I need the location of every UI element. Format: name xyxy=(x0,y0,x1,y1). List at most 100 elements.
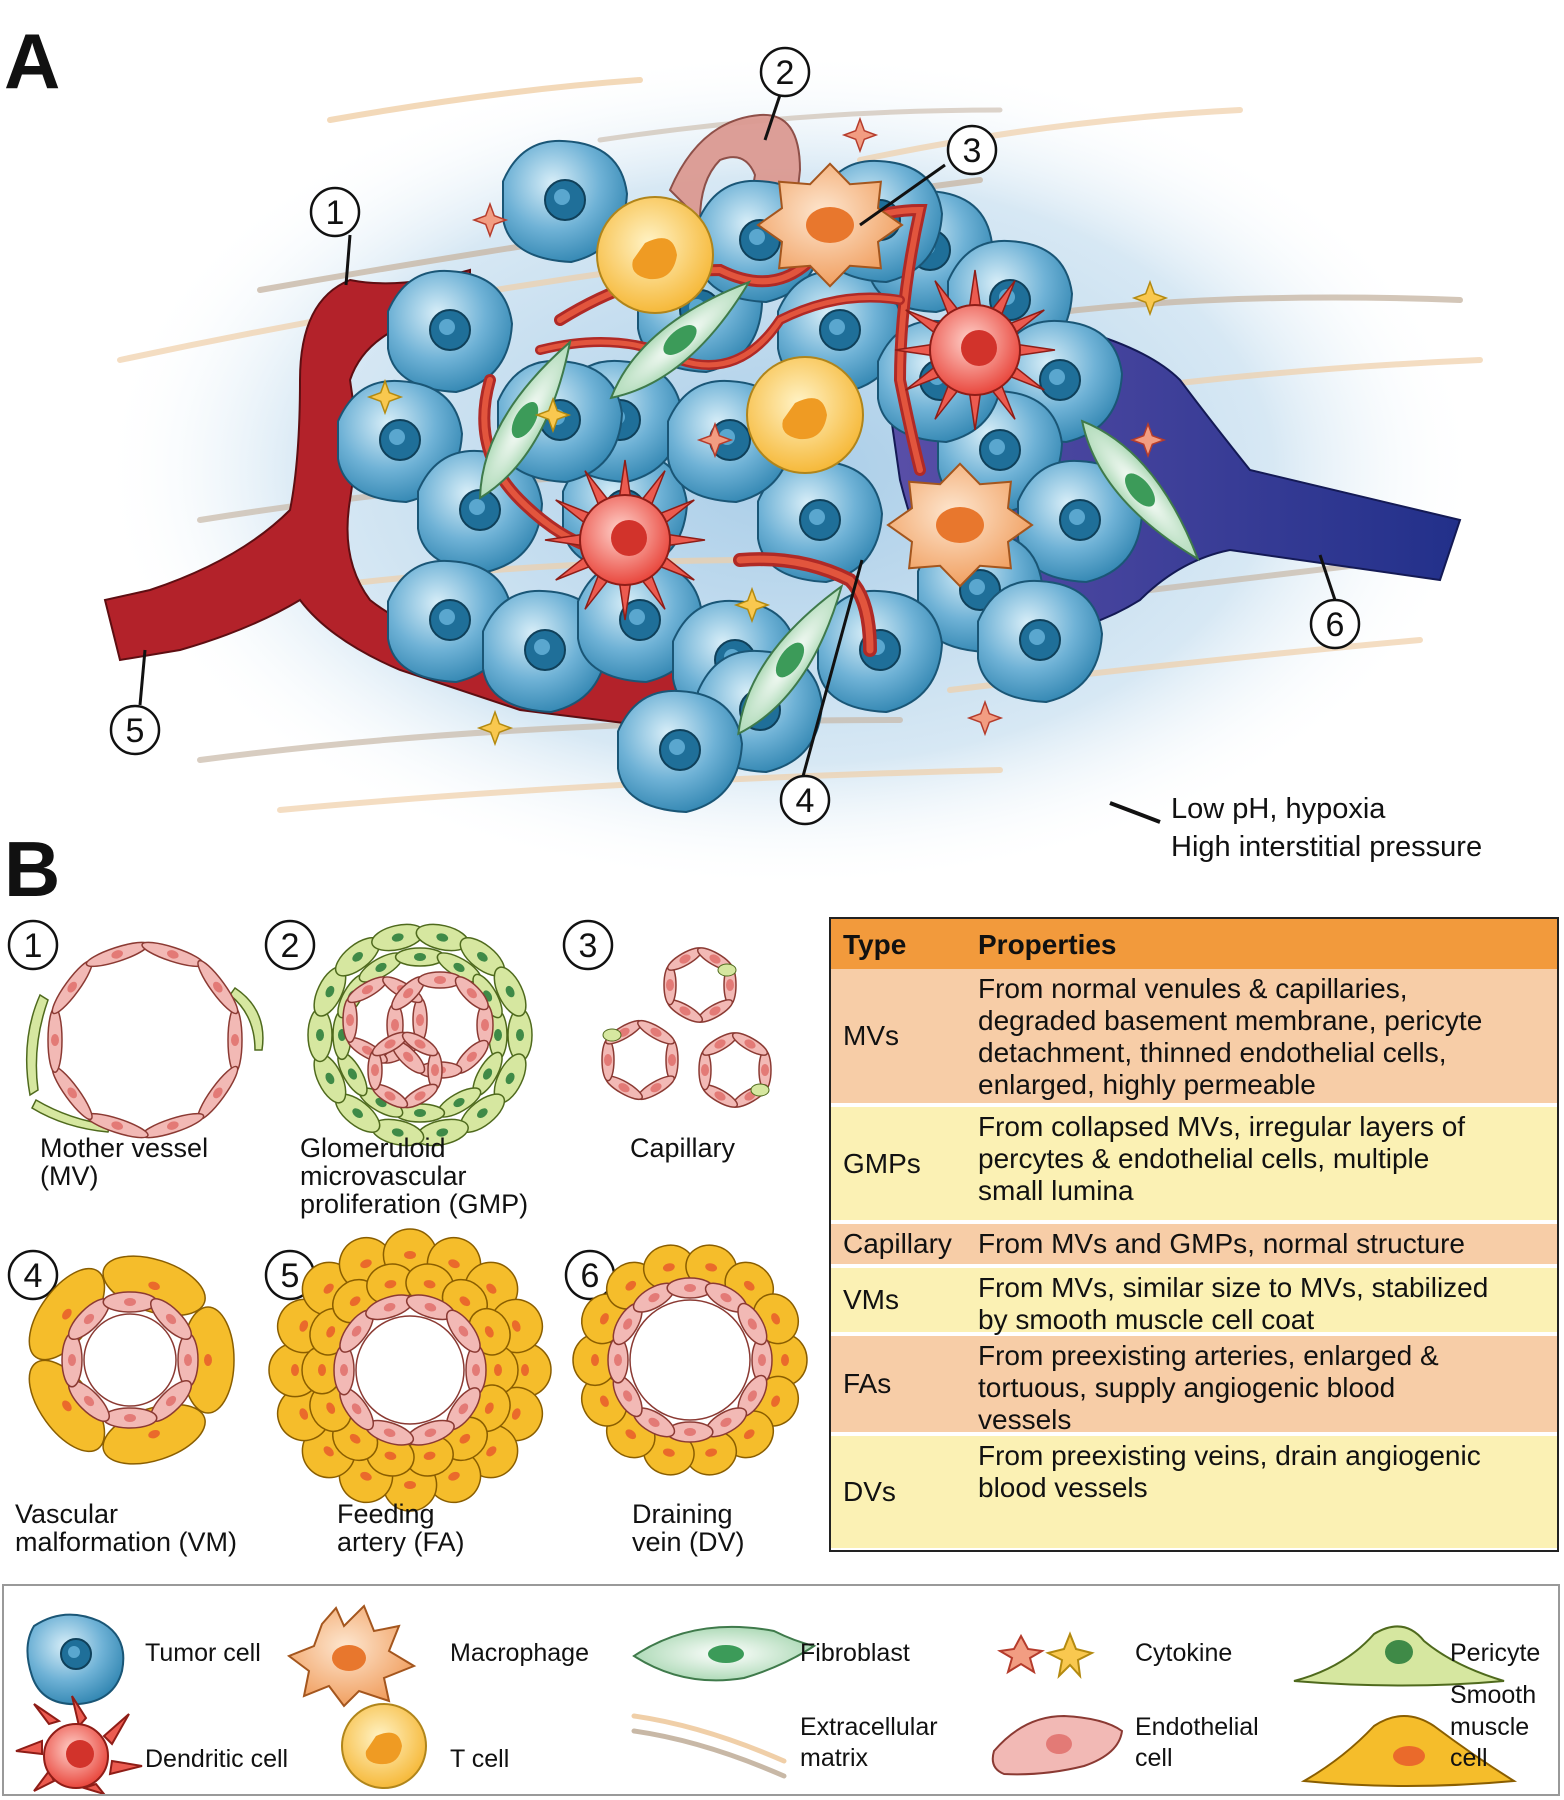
table-cell-type: Capillary xyxy=(843,1228,952,1259)
wall-cell xyxy=(737,1302,768,1346)
tumor-cell xyxy=(387,559,514,684)
condition-interstitial-pressure: High interstitial pressure xyxy=(1171,831,1483,863)
marker-circle xyxy=(779,774,831,826)
marker-number: 1 xyxy=(326,194,345,232)
vessel-label: Mother vessel xyxy=(40,1133,209,1163)
vessel-label: (MV) xyxy=(40,1161,99,1191)
dendritic-cell-icon xyxy=(15,1695,143,1794)
table-row: VMs From MVs, similar size to MVs, stabil… xyxy=(831,1268,1557,1335)
pericyte-icon xyxy=(1293,1625,1505,1687)
tumor-cell xyxy=(617,689,744,814)
wall-cell xyxy=(698,1049,712,1091)
fibroblast xyxy=(478,339,572,500)
wall-cell xyxy=(313,1053,347,1104)
legend-tumor-cell: Tumor cell xyxy=(145,1639,261,1667)
wall-cell xyxy=(197,959,239,1015)
table-cell-type: VMs xyxy=(843,1284,899,1315)
wall-cell xyxy=(85,941,149,968)
cytokine-yellow xyxy=(733,586,771,624)
property-line: From normal venules & capillaries, xyxy=(978,973,1408,1004)
property-line: enlarged, highly permeable xyxy=(978,1069,1316,1100)
table-header-row: Type Properties xyxy=(831,919,1557,969)
marker-circle xyxy=(946,124,998,176)
table-cell-type: FAs xyxy=(843,1368,892,1399)
t-cell xyxy=(746,356,864,474)
mother-vessel-section: 1 xyxy=(7,919,264,1139)
wall-cell xyxy=(446,1387,481,1431)
wall-cell xyxy=(612,1302,643,1346)
wall-cell xyxy=(751,1336,773,1384)
vessel-label: Draining xyxy=(632,1499,733,1529)
wall-cell xyxy=(663,964,677,1006)
table-cell-properties: From MVs and GMPs, normal structure xyxy=(978,1228,1551,1260)
legend-fibroblast: Fibroblast xyxy=(800,1639,910,1667)
macrophage xyxy=(756,162,904,288)
wall-cell xyxy=(85,1112,149,1139)
wall-cell xyxy=(446,1309,481,1353)
vessel-label: malformation (VM) xyxy=(15,1527,238,1557)
marker-number: 2 xyxy=(776,54,795,92)
wall-cell xyxy=(665,1038,679,1082)
vessel-number-circle xyxy=(7,919,59,971)
cytokine-yellow xyxy=(476,709,514,747)
property-line: From MVs and GMPs, normal structure xyxy=(978,1228,1466,1259)
wall-cell xyxy=(102,1407,158,1429)
condition-pointer xyxy=(1109,801,1161,824)
wall-cell xyxy=(459,1093,506,1133)
vessel-label: Vascular xyxy=(15,1499,119,1529)
table-cell-properties: From normal venules & capillaries,degrad… xyxy=(978,973,1551,1101)
wall-cell xyxy=(47,1006,63,1074)
wall-cell xyxy=(417,971,463,989)
legend-endothelial-line1: Endothelial xyxy=(1135,1713,1259,1741)
immune-cells xyxy=(478,162,1200,736)
capillary-section: 3 xyxy=(562,919,772,1108)
header-properties: Properties xyxy=(978,929,1117,960)
tumor-cell-icon xyxy=(26,1613,125,1706)
tumor-cell xyxy=(577,559,704,684)
wall-cell xyxy=(339,1309,374,1353)
wall-cell xyxy=(415,923,469,952)
wall-cell xyxy=(405,1419,455,1446)
cytokine-icon xyxy=(997,1631,1095,1680)
wall-cell xyxy=(601,1038,615,1082)
property-line: vessels xyxy=(978,1404,1072,1435)
vessel-label: proliferation (GMP) xyxy=(300,1189,529,1219)
tumor-cell xyxy=(502,139,629,264)
legend-icons xyxy=(15,1604,1518,1794)
legend-pericyte: Pericyte xyxy=(1450,1639,1541,1667)
fibroblast xyxy=(737,583,844,736)
vessel-label: Capillary xyxy=(630,1133,736,1163)
vascular-malformation-section: 4 xyxy=(7,1249,235,1465)
wall-cell xyxy=(334,1093,381,1133)
vessel-label: Feeding xyxy=(337,1499,435,1529)
legend-endothelial-line2: cell xyxy=(1135,1744,1173,1772)
dendritic-cell xyxy=(544,459,706,621)
legend-cytokine: Cytokine xyxy=(1135,1639,1233,1667)
property-line: detachment, thinned endothelial cells, xyxy=(978,1037,1447,1068)
wall-cell xyxy=(394,947,446,967)
legend-macrophage: Macrophage xyxy=(450,1639,589,1667)
legend-t-cell: T cell xyxy=(450,1745,510,1773)
property-line: tortuous, supply angiogenic blood xyxy=(978,1372,1396,1403)
wall-cell xyxy=(507,1007,533,1063)
tumor-cell xyxy=(482,589,609,714)
extracellular-matrix-icon xyxy=(631,1713,787,1779)
property-line: From collapsed MVs, irregular layers of xyxy=(978,1111,1466,1142)
wall-cell xyxy=(102,1291,158,1313)
table-cell-properties: From MVs, similar size to MVs, stabilize… xyxy=(978,1272,1551,1336)
wall-cell xyxy=(177,1332,199,1388)
panel-a-letter: A xyxy=(4,17,61,105)
gmp-section: 2 xyxy=(264,919,533,1147)
tumor-cell xyxy=(1017,459,1144,584)
endothelial-cell-icon xyxy=(991,1714,1124,1776)
draining-vein-section: 6 xyxy=(564,1244,808,1476)
marker-circle xyxy=(1309,598,1361,650)
wall-cell xyxy=(696,999,734,1023)
panel-b-letter: B xyxy=(4,825,61,913)
